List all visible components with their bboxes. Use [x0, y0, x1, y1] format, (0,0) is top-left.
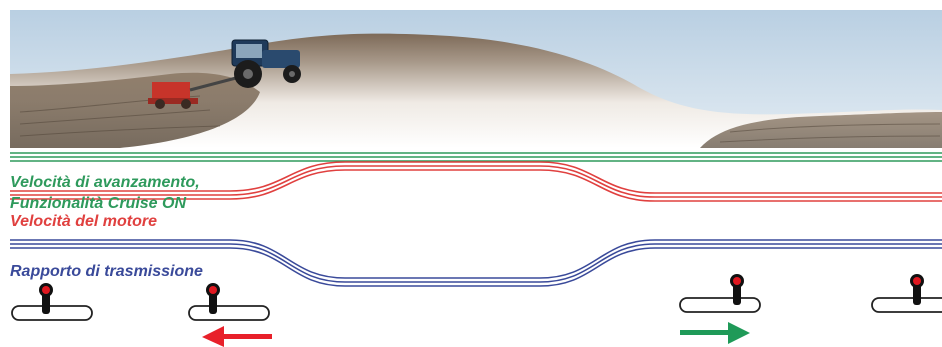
tractor-icon [148, 39, 301, 109]
transmission-ratio-line [10, 239, 942, 287]
ground-speed-line [10, 152, 942, 162]
arrow-right-icon [680, 322, 750, 344]
label-ground-speed-line2: Funzionalità Cruise ON [10, 195, 186, 212]
label-transmission-ratio: Rapporto di trasmissione [10, 263, 203, 280]
throttle-lever-icon [11, 283, 93, 321]
throttle-lever-icon [188, 283, 270, 321]
throttle-lever-icon [871, 274, 942, 313]
engine-speed-line [10, 161, 942, 202]
label-ground-speed-line1: Velocità di avanzamento, [10, 174, 200, 191]
label-engine-speed: Velocità del motore [10, 213, 157, 230]
throttle-lever-icon [679, 274, 761, 313]
arrow-left-icon [202, 326, 272, 347]
tractor-field-photo [10, 10, 942, 148]
